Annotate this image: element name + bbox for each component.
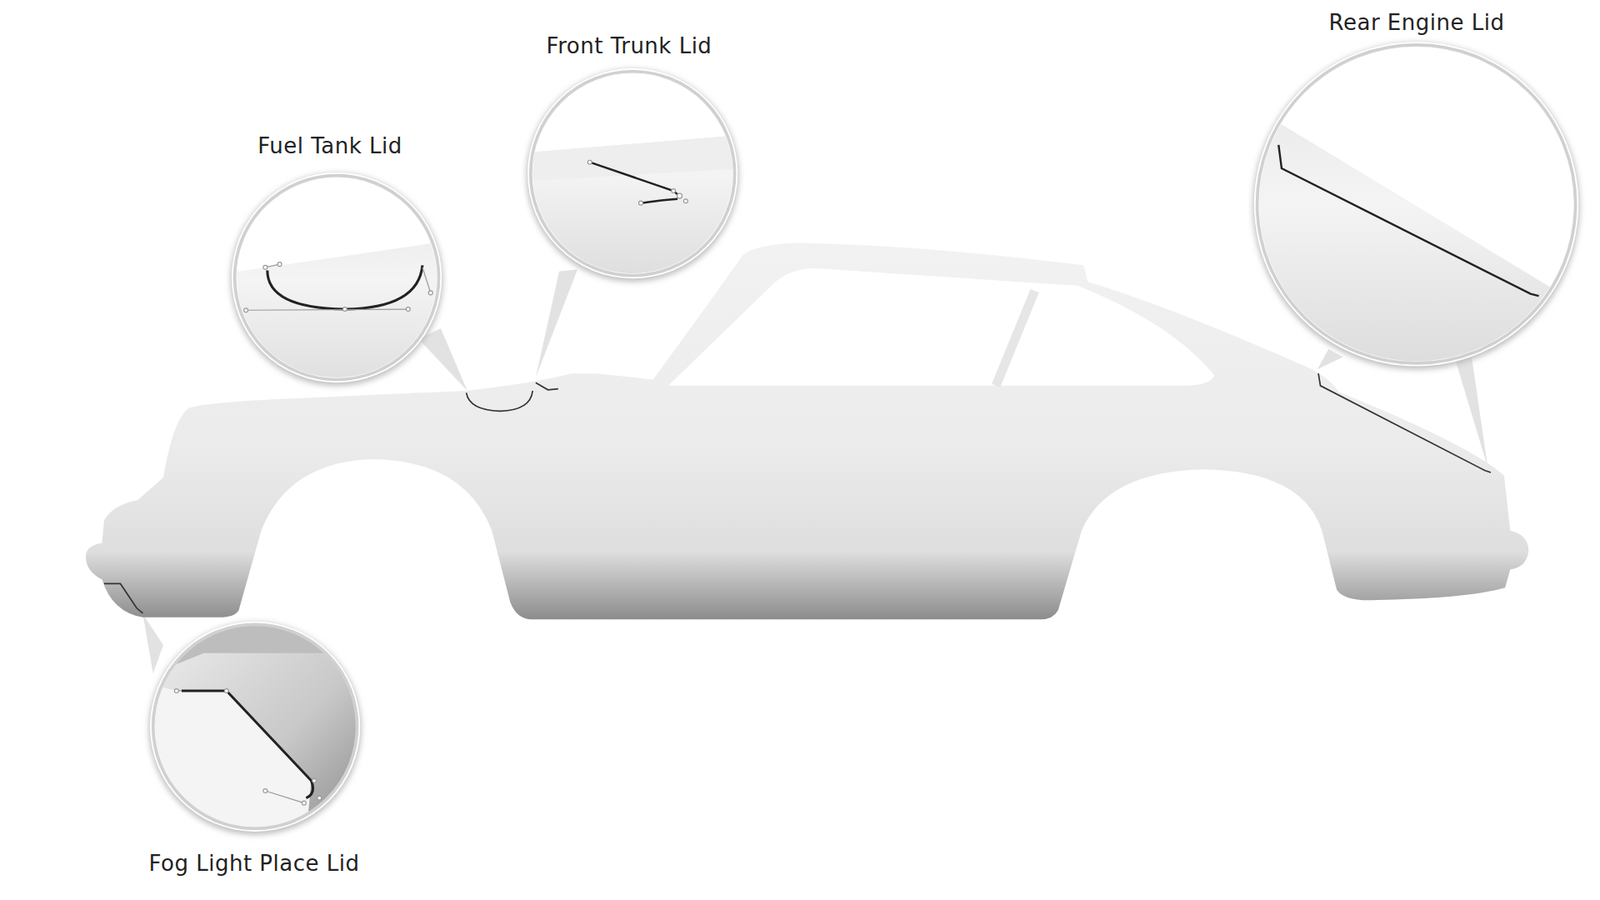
engine-lid-line: [1318, 373, 1491, 473]
leader-cone: [418, 328, 468, 391]
callout-label: Fuel Tank Lid: [257, 133, 403, 159]
b-pillar: [995, 290, 1035, 386]
window-opening: [668, 268, 1215, 386]
callout-label: Rear Engine Lid: [1329, 10, 1505, 35]
fuel-lid-line: [466, 390, 534, 411]
magnifier-fog: [148, 617, 363, 837]
callout-label: Front Trunk Lid: [546, 33, 713, 59]
fog-lid-line: [104, 583, 144, 614]
magnifier-fuel: [224, 163, 449, 399]
panel-lines: [104, 373, 1491, 614]
leader-cone: [535, 269, 578, 378]
magnifier-trunk: [520, 60, 745, 285]
leader-cone: [1317, 349, 1344, 370]
leader-cone: [142, 614, 163, 674]
trunk-lid-line: [535, 382, 559, 390]
magnifier-rear: [1253, 40, 1582, 370]
callout-label: Fog Light Place Lid: [149, 850, 360, 876]
